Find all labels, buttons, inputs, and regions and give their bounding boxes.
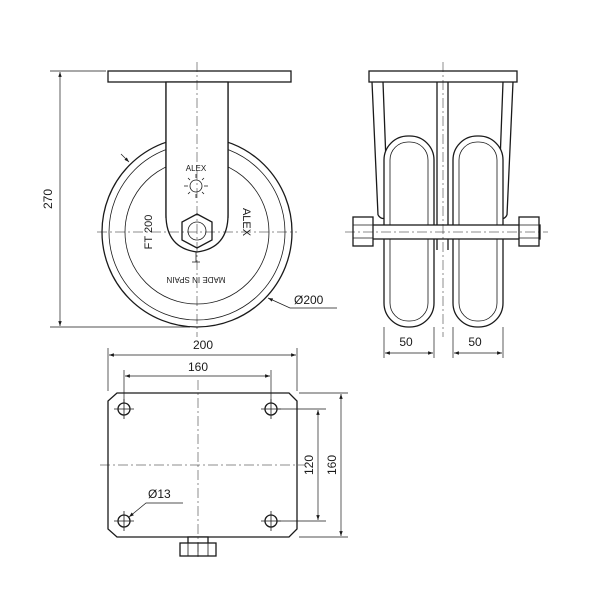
tread-leader	[120, 153, 130, 163]
axle-bolt	[187, 221, 207, 241]
overall-height-label: 270	[41, 189, 55, 209]
wheel-width-left-label: 50	[399, 335, 413, 349]
plate-length-extensions	[299, 392, 348, 538]
front-view: 50 50	[345, 62, 548, 358]
wheel-origin-text: MADE IN SPAIN	[166, 275, 225, 284]
wheel-width-right-label: 50	[468, 335, 482, 349]
nut-flats	[353, 224, 539, 239]
wheel-diameter-label: Ø200	[294, 293, 324, 307]
axle-nut-right	[518, 216, 540, 247]
logo-text: ALEX	[186, 164, 207, 173]
hole-diameter-label: Ø13	[148, 487, 171, 501]
hole-spacing-x-label: 160	[188, 360, 208, 374]
plate-width-extensions	[107, 348, 298, 391]
center-plate-front	[436, 82, 449, 250]
mounting-hole-bl	[114, 511, 134, 531]
axle-nut-left	[352, 216, 374, 247]
hole-diameter-leader	[128, 502, 183, 518]
wheel-model-text: FT 200	[143, 215, 155, 250]
height-extension-lines	[50, 70, 190, 328]
width-extension-lines	[383, 327, 504, 358]
plate-length-label: 160	[325, 455, 339, 475]
plate-width-label: 200	[193, 338, 213, 352]
diameter-leader	[267, 297, 337, 309]
side-view: ALEX FT 200 ALEX MADE IN SPAIN 270 Ø200	[41, 62, 337, 337]
top-plate-side	[107, 70, 292, 83]
logo-sun-icon	[184, 174, 208, 198]
hole-spacing-x-extensions	[123, 370, 272, 403]
mounting-plate	[107, 392, 298, 538]
hole-spacing-y-label: 120	[302, 455, 316, 475]
fork-sides-front	[371, 81, 514, 216]
plan-view: 200 160 120 160 Ø13	[100, 338, 348, 560]
hole-spacing-y-extensions	[277, 408, 326, 522]
valve-mark	[192, 252, 200, 263]
wheel-brand-text: ALEX	[240, 208, 252, 237]
